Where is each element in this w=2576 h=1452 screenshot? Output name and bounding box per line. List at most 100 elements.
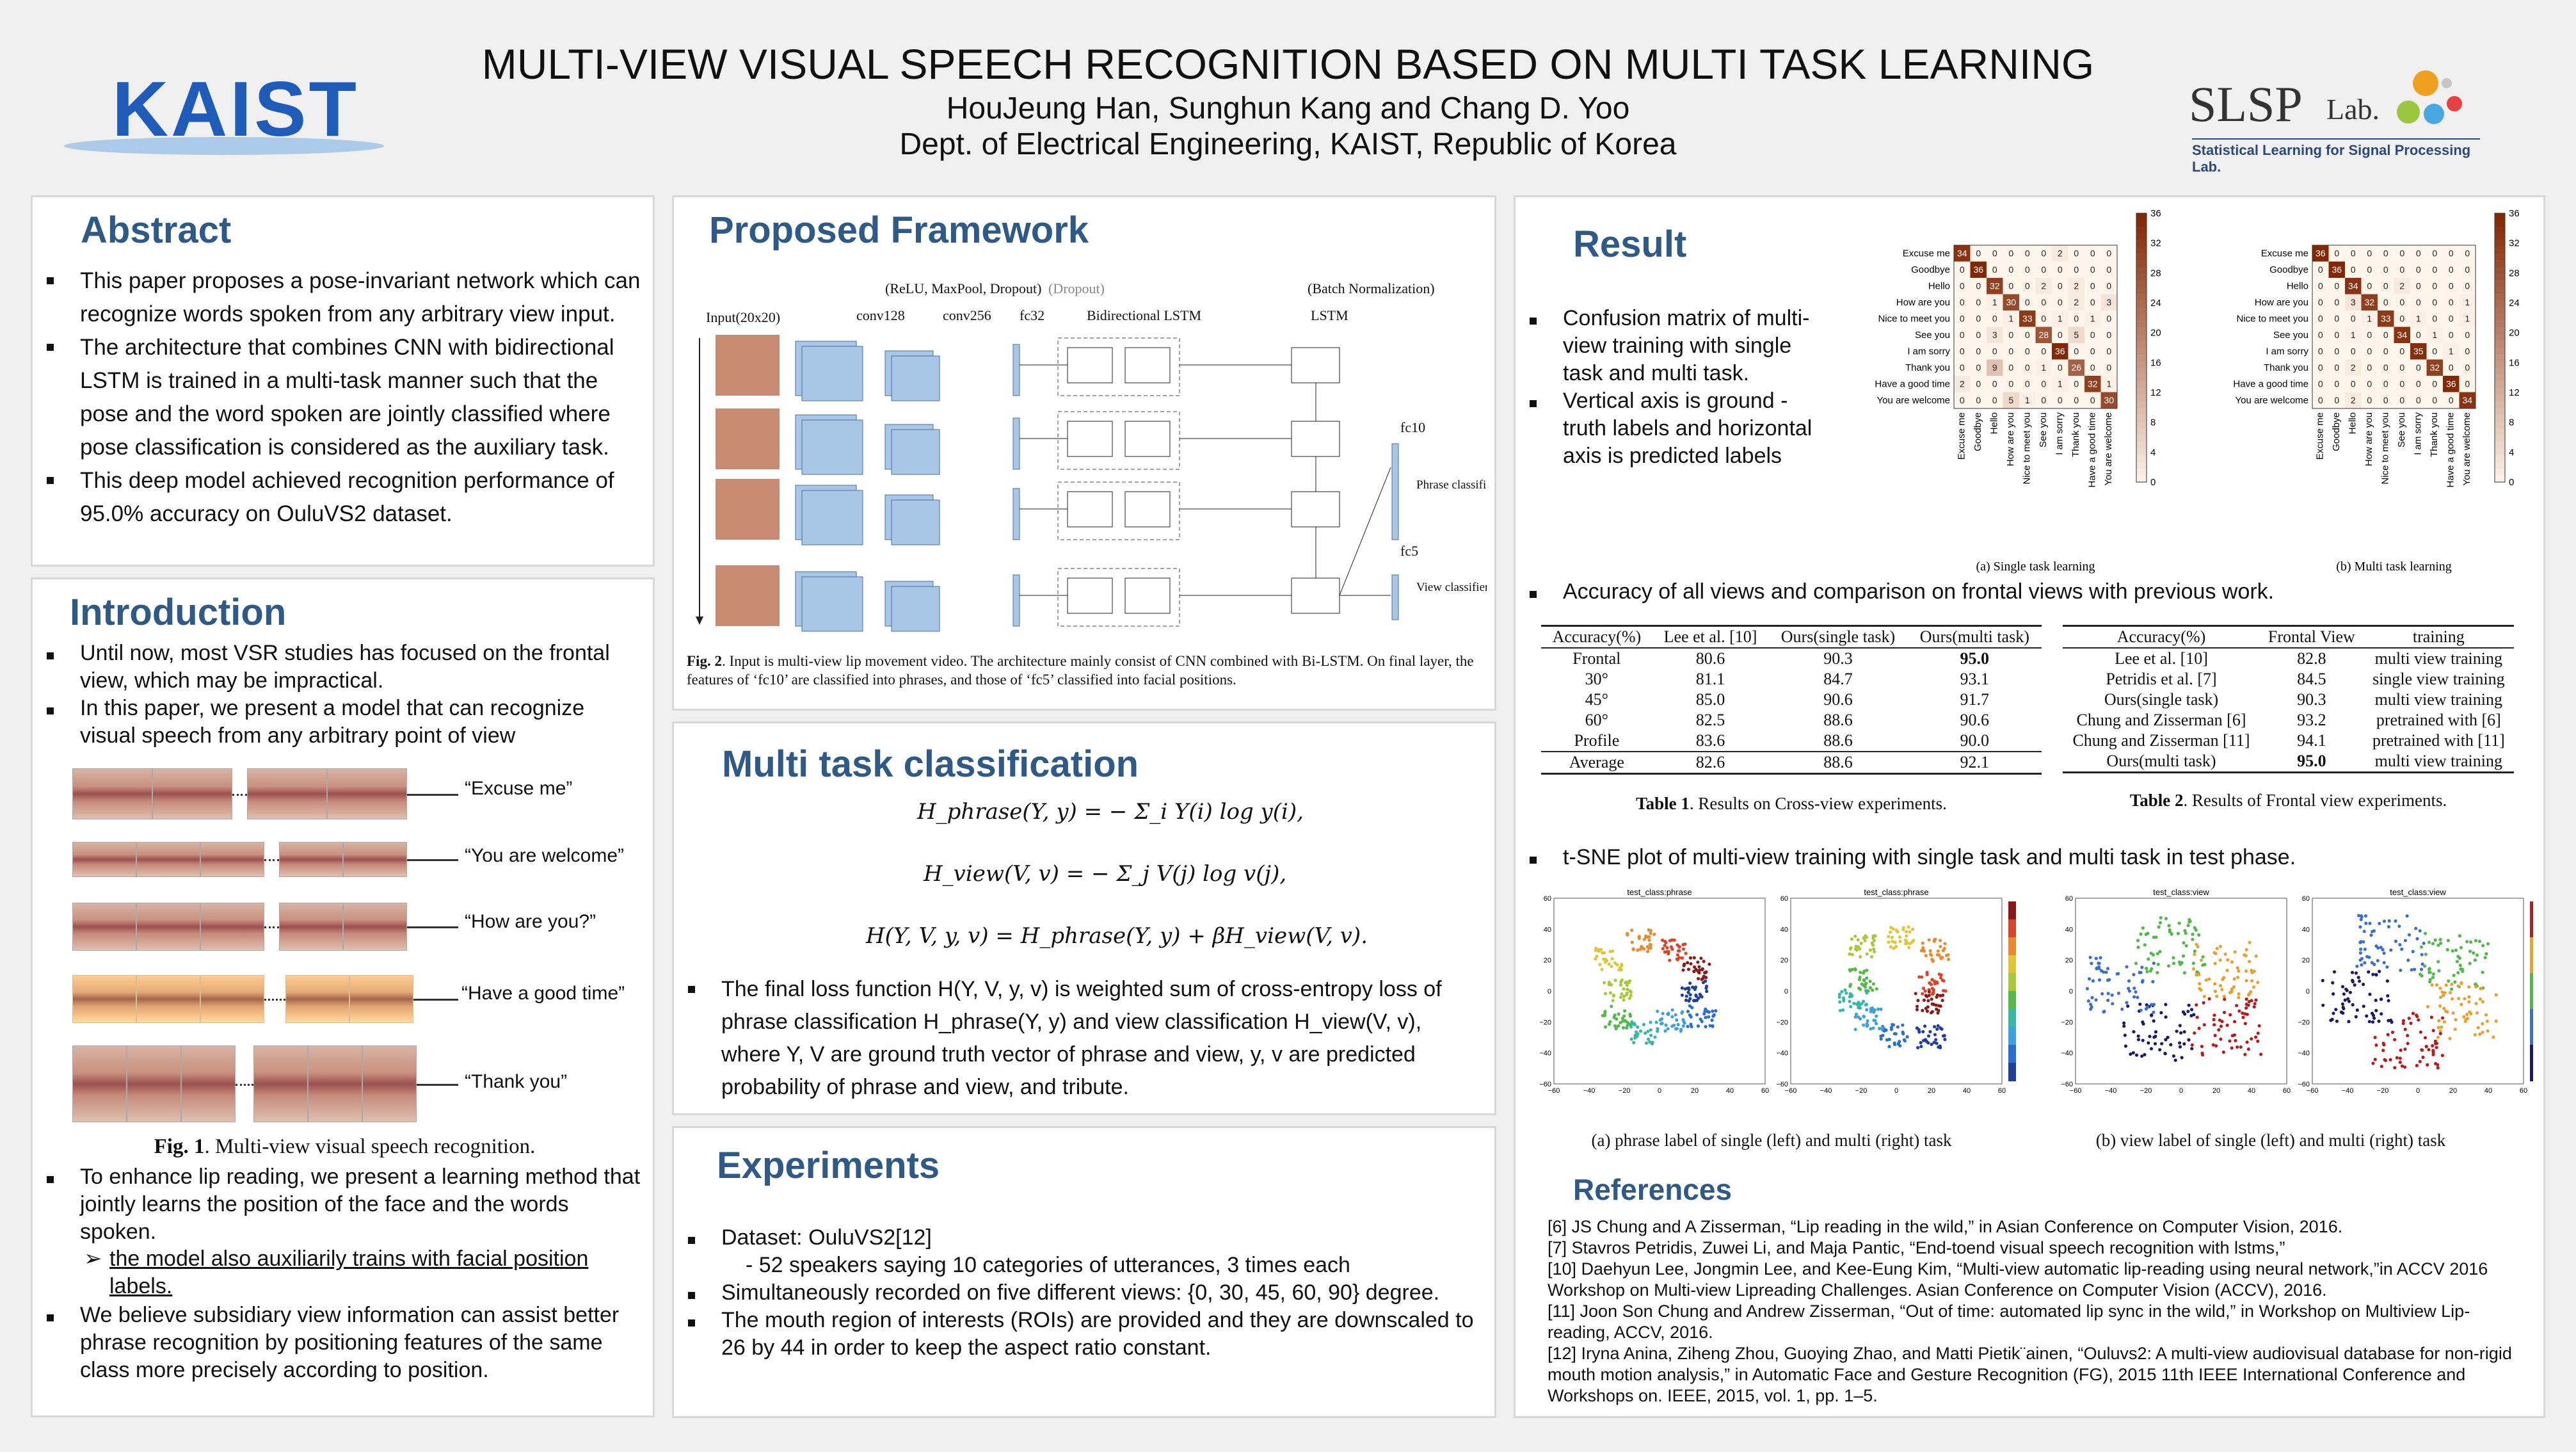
- table1-cell: 88.6: [1768, 751, 1908, 775]
- tsne-point: [1681, 1024, 1685, 1028]
- tsne-colorbar-segment: [2530, 1076, 2533, 1081]
- cm-cell-value: 2: [2074, 280, 2079, 291]
- cm-cell: [2394, 294, 2410, 311]
- cm-row-label: See you: [1915, 330, 1950, 341]
- tsne-x-tick: −60: [1785, 1087, 1797, 1095]
- tsne-point: [2398, 943, 2402, 947]
- tsne-point: [2158, 949, 2162, 953]
- tsne-point: [2468, 949, 2472, 953]
- table1-caption-text: . Results on Cross-view experiments.: [1689, 794, 1947, 813]
- cm-cell-value: 0: [2334, 280, 2339, 291]
- tsne-point: [2415, 1063, 2419, 1067]
- cm-cell-value: 0: [2432, 395, 2437, 405]
- cm-colorbar-segment: [2136, 294, 2147, 302]
- cm-frame: [2312, 245, 2476, 409]
- tsne-point: [1644, 1031, 1647, 1035]
- table1-cell: 85.0: [1695, 690, 1725, 709]
- table2-cell: pretrained with [11]: [2372, 731, 2505, 750]
- cm-cell-value: 0: [1976, 248, 1981, 258]
- cm-cell-value: 0: [2058, 330, 2063, 340]
- cm-caption: (a) Single task learning: [1976, 560, 2095, 574]
- tsne-point: [2387, 1019, 2390, 1022]
- tsne-point: [2232, 1033, 2237, 1037]
- tsne-y-tick: −60: [2061, 1081, 2073, 1088]
- tsne-point: [1691, 985, 1695, 989]
- cm-cell: [2345, 392, 2362, 408]
- tsne-point: [2386, 994, 2390, 998]
- cm-colorbar-segment: [2136, 240, 2147, 248]
- tsne-point: [2152, 935, 2156, 939]
- tsne-point: [2252, 1005, 2256, 1009]
- tsne-point: [2454, 948, 2458, 952]
- tsne-y-tick: 20: [1780, 957, 1788, 965]
- tsne-point: [2405, 914, 2409, 918]
- tsne-point: [1865, 1022, 1869, 1026]
- cm-cell-value: 0: [2367, 346, 2372, 356]
- tsne-point: [2219, 1037, 2223, 1041]
- tsne-point: [2200, 958, 2204, 962]
- cm-cell: [1987, 343, 2003, 360]
- table1-cell: 81.1: [1695, 670, 1725, 688]
- tsne-frame: [1553, 898, 1766, 1085]
- tsne-point: [1696, 1024, 1700, 1028]
- cm-colorbar-segment: [2495, 428, 2505, 436]
- tsne-point: [2152, 1019, 2156, 1023]
- table2-caption: Table 2. Results of Frontal view experim…: [2063, 791, 2514, 811]
- tsne-point: [2250, 1037, 2253, 1041]
- tsne-point: [2494, 993, 2498, 997]
- tsne-point: [2143, 943, 2147, 947]
- introduction-bullets-bottom: To enhance lip reading, we present a lea…: [33, 1163, 641, 1246]
- tsne-point: [1863, 939, 1867, 942]
- tsne-point: [2439, 996, 2443, 999]
- tsne-point: [2431, 1029, 2435, 1033]
- tsne-point: [1619, 1020, 1622, 1025]
- tsne-point: [2433, 938, 2437, 942]
- tsne-point: [1890, 935, 1894, 939]
- cm-col-label: You are welcome: [2461, 412, 2472, 486]
- tsne-colorbar-segment: [2008, 1063, 2016, 1068]
- tsne-point: [2198, 987, 2202, 990]
- cm-colorbar-segment: [2136, 475, 2147, 483]
- cm-col-label: Excuse me: [1956, 412, 1967, 460]
- cm-cell: [1970, 343, 1987, 360]
- tsne-point: [2478, 1032, 2482, 1037]
- cm-col-label: I am sorry: [2054, 412, 2065, 455]
- tsne-point: [2213, 1033, 2217, 1037]
- tsne-point: [2256, 980, 2260, 985]
- tsne-point: [1865, 952, 1869, 956]
- tsne-point: [1889, 926, 1893, 930]
- tsne-point: [2444, 983, 2448, 987]
- tsne-point: [2367, 970, 2371, 974]
- tsne-point: [1898, 1040, 1901, 1044]
- tsne-point: [2110, 993, 2114, 997]
- tsne-point: [2387, 999, 2390, 1003]
- tsne-point: [1908, 942, 1912, 946]
- fig2-caption-label: Fig. 2: [687, 653, 722, 669]
- tsne-point: [1901, 926, 1905, 930]
- tsne-point: [2154, 1030, 2158, 1034]
- tsne-point: [2136, 939, 2140, 942]
- table1-cell: 90.3: [1823, 649, 1853, 668]
- cm-cell: [2003, 311, 2019, 327]
- tsne-point: [2385, 979, 2389, 983]
- cm-cell-value: 0: [2416, 362, 2421, 373]
- tsne-point: [1837, 992, 1841, 996]
- tsne-point: [1924, 1039, 1928, 1043]
- cm-cell-value: 0: [1960, 346, 1965, 356]
- tsne-point: [1681, 1010, 1684, 1013]
- tsne-point: [2484, 952, 2488, 956]
- tsne-point: [1681, 968, 1685, 972]
- tsne-point: [2342, 992, 2346, 996]
- tsne-colorbar-segment: [2530, 910, 2533, 916]
- tsne-point: [1868, 980, 1872, 983]
- tsne-point: [1660, 1017, 1664, 1021]
- tsne-point: [2141, 926, 2145, 930]
- cm-cell: [2394, 261, 2410, 278]
- table2-cell: pretrained with [6]: [2376, 711, 2501, 729]
- cm-colorbar-segment: [2136, 220, 2147, 227]
- cm-cell-value: 0: [2449, 362, 2454, 373]
- table2-cell: 82.8: [2297, 649, 2326, 668]
- tsne-point: [2388, 1058, 2392, 1061]
- slsp-logo: SLSP Lab. Statistical Learning for Signa…: [2186, 64, 2480, 175]
- tsne-point: [2371, 1020, 2375, 1024]
